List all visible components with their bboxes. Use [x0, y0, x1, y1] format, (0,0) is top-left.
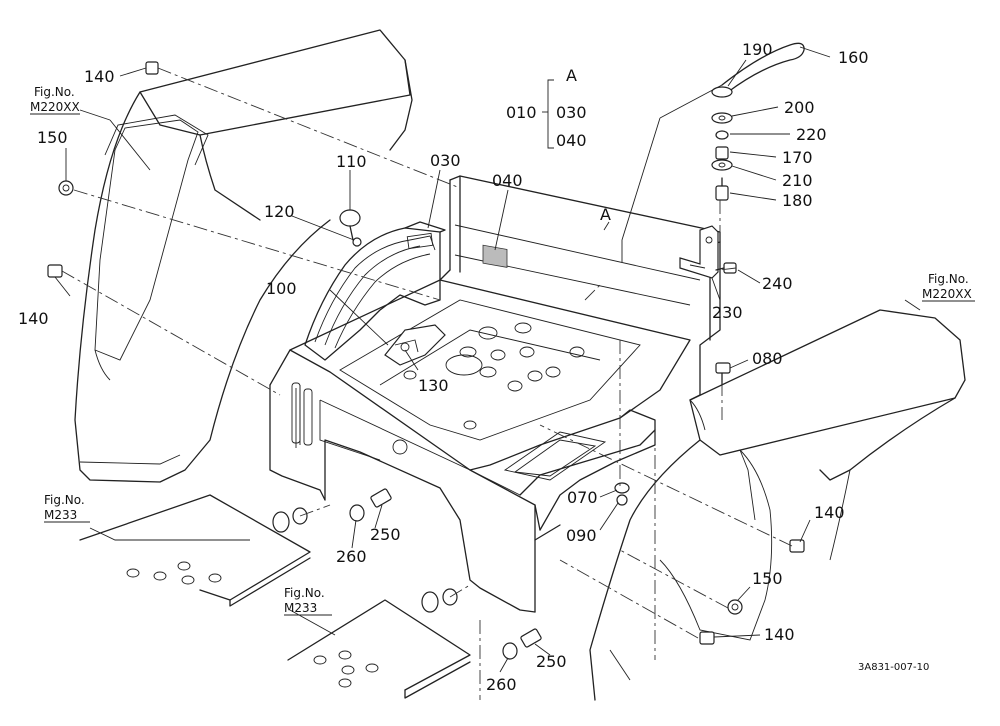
fig-ref-step-lower-line2: M233 [284, 601, 317, 615]
callout-250-upper: 250 [370, 525, 401, 544]
label-plate-040 [482, 244, 508, 268]
callout-150-left: 150 [37, 128, 68, 147]
fig-ref-left-line2: M220XX [30, 100, 80, 114]
seat-frame [269, 175, 721, 613]
callout-260-upper: 260 [336, 547, 367, 566]
callout-150-right: 150 [752, 569, 783, 588]
bushing-left-upper [272, 507, 308, 533]
drawing-code: 3A831-007-10 [858, 662, 929, 673]
callout-230: 230 [712, 303, 743, 322]
callout-250-lower: 250 [536, 652, 567, 671]
bolt-250-lower [520, 628, 542, 648]
callout-140-top: 140 [84, 67, 115, 86]
callout-260-lower: 260 [486, 675, 517, 694]
callout-180: 180 [782, 191, 813, 210]
fig-ref-step-lower-line1: Fig.No. [284, 586, 325, 600]
lever-plate [384, 324, 446, 366]
callout-080: 080 [752, 349, 783, 368]
callout-140-right: 140 [814, 503, 845, 522]
callout-090: 090 [566, 526, 597, 545]
callout-240: 240 [762, 274, 793, 293]
washer-stack [711, 86, 733, 201]
spring-pin [352, 237, 362, 247]
callout-140-lower: 140 [764, 625, 795, 644]
knob [339, 209, 361, 241]
step-lower [287, 599, 471, 699]
callout-210: 210 [782, 171, 813, 190]
leader-lines [54, 46, 921, 673]
left-fender [74, 29, 413, 483]
callout-190: 190 [742, 40, 773, 59]
nut-150-left [58, 180, 74, 196]
callout-220: 220 [796, 125, 827, 144]
callout-140-left: 140 [18, 309, 49, 328]
bolt-140-lower [699, 631, 715, 645]
nut-150-right [727, 599, 743, 615]
washer-260-upper [349, 504, 365, 522]
key-a: A [566, 66, 577, 85]
fig-ref-step-upper-line1: Fig.No. [44, 493, 85, 507]
callout-010: 010 [506, 103, 537, 122]
callout-labels: 140 150 140 110 120 100 130 030 040 A A … [18, 40, 869, 694]
bolt-140-left [47, 264, 63, 278]
nut-090 [616, 494, 628, 506]
figure-references: Fig.No. M220XX Fig.No. M220XX Fig.No. M2… [30, 85, 975, 616]
bolt-140-top [145, 61, 159, 75]
bolt-250-upper [370, 488, 392, 508]
callout-160: 160 [838, 48, 869, 67]
fig-ref-step-upper-line2: M233 [44, 508, 77, 522]
step-upper [79, 494, 311, 607]
callout-040: 040 [492, 171, 523, 190]
washer-260-lower [502, 642, 518, 660]
callout-200: 200 [784, 98, 815, 117]
right-fender [589, 309, 966, 701]
bolt-140-right [789, 539, 805, 553]
callout-070: 070 [567, 488, 598, 507]
callout-030: 030 [430, 151, 461, 170]
bracket-230 [679, 225, 719, 279]
callout-040-key: 040 [556, 131, 587, 150]
fig-ref-right-line2: M220XX [922, 287, 972, 301]
assembly-lines [61, 67, 793, 700]
callout-130: 130 [418, 376, 449, 395]
pin-160 [721, 42, 805, 93]
callout-110: 110 [336, 152, 367, 171]
deck-holes [392, 322, 585, 455]
fig-ref-right-line1: Fig.No. [928, 272, 969, 286]
callout-120: 120 [264, 202, 295, 221]
callout-100: 100 [266, 279, 297, 298]
seat-slide-rail [304, 221, 446, 361]
bushing-left-lower [421, 588, 458, 613]
callout-030-key: 030 [556, 103, 587, 122]
pin-070 [614, 482, 630, 494]
callout-170: 170 [782, 148, 813, 167]
callout-a: A [600, 205, 611, 224]
fig-ref-left-line1: Fig.No. [34, 85, 75, 99]
assembly-bracket [542, 79, 554, 149]
